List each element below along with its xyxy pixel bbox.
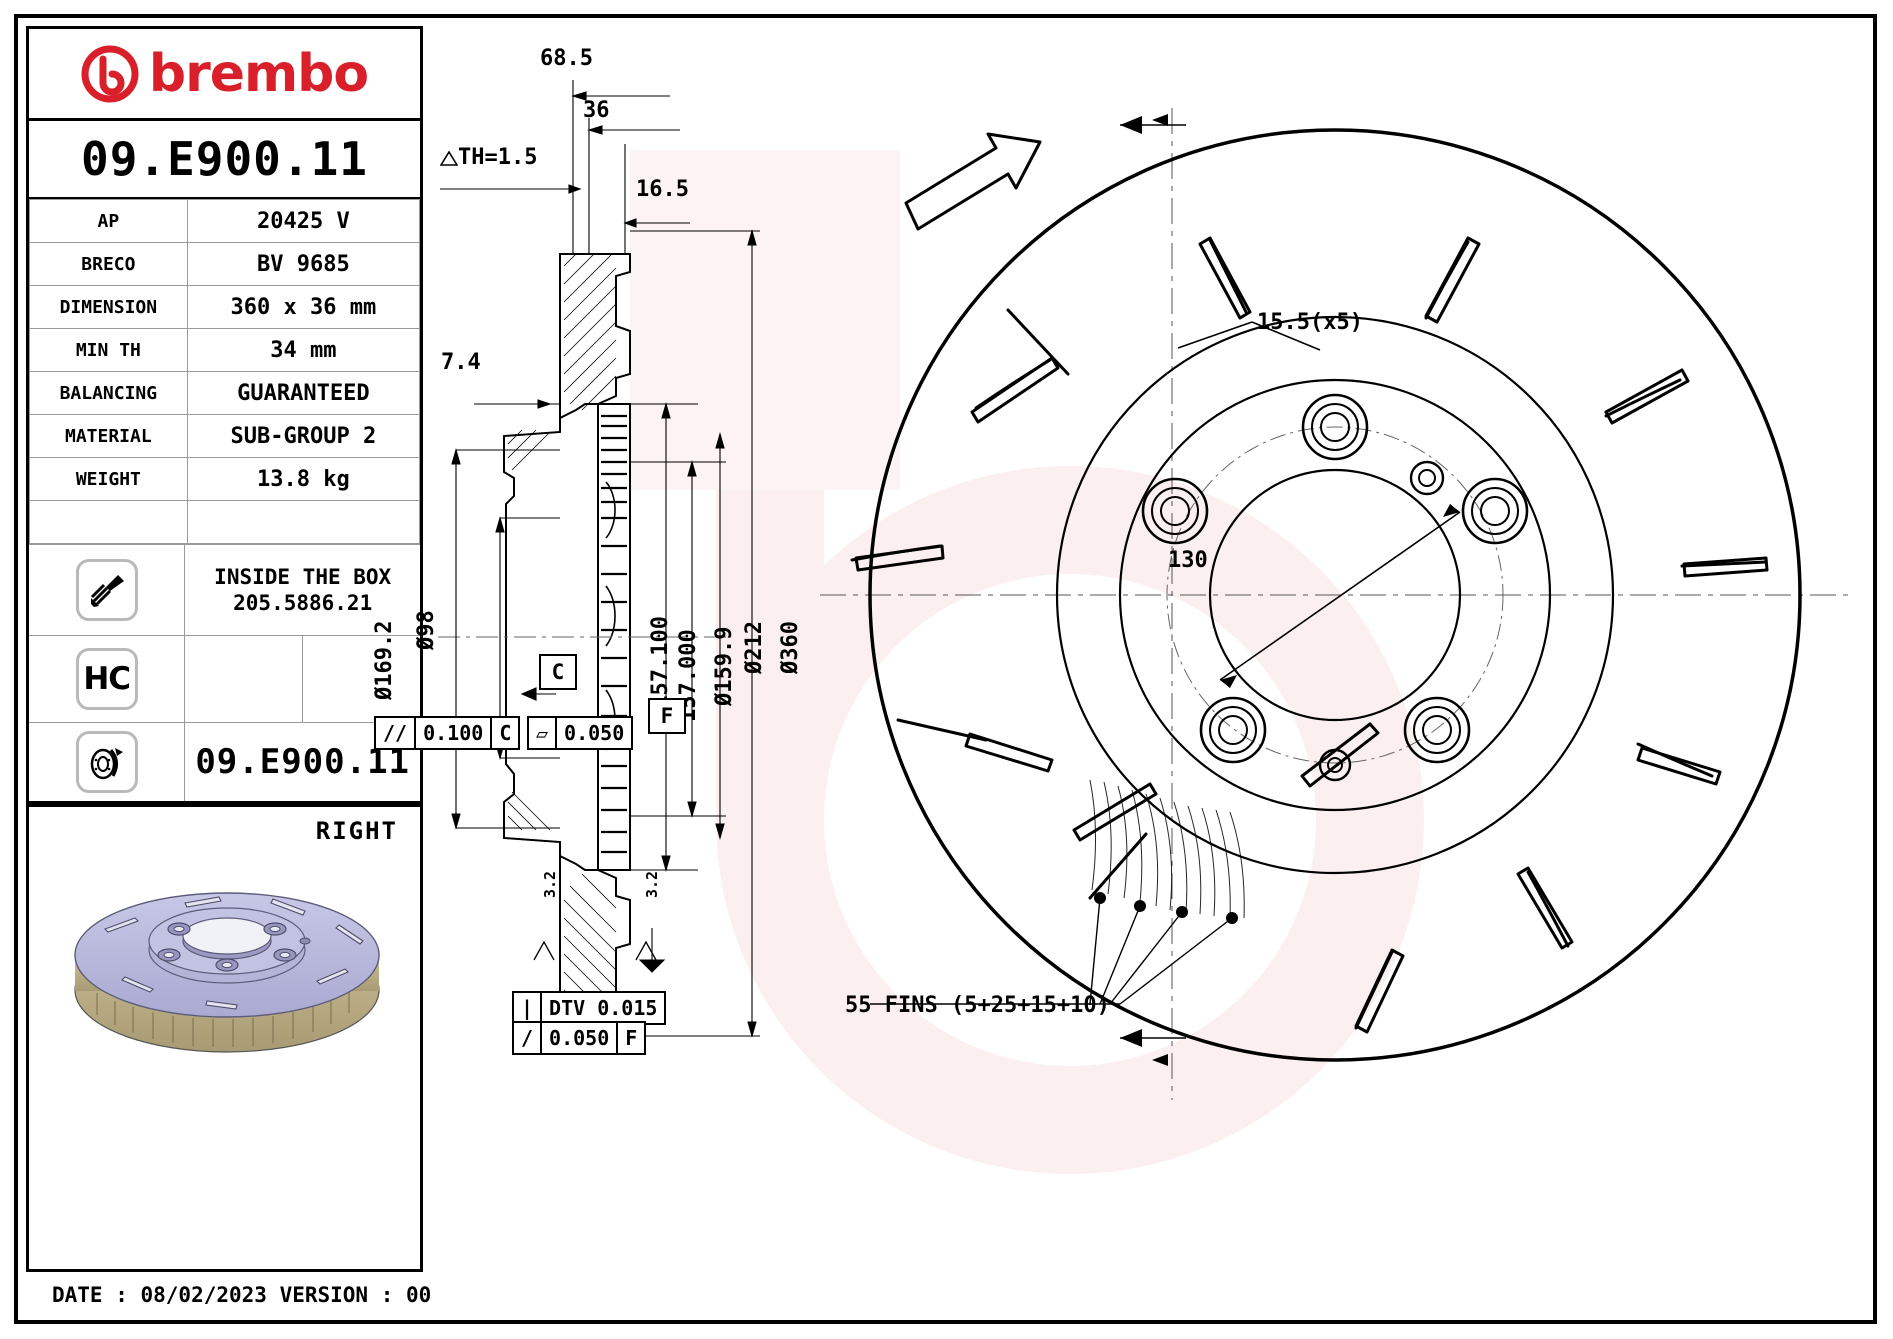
datum-f-box: F (648, 698, 686, 734)
dim-hat-offset: 16.5 (636, 177, 689, 202)
brake-disc-icon (75, 731, 138, 793)
spec-key: AP (29, 199, 188, 243)
parallelism-tolerance: 0.100 (416, 718, 493, 748)
disc-3d-render (57, 855, 397, 1090)
runout-datum: F (625, 1026, 638, 1050)
dim-th-variation-text: TH=1.5 (458, 145, 538, 170)
hc-empty-cell-2 (303, 636, 420, 722)
spec-value: 34 mm (186, 328, 421, 372)
disc-code-text: 09.E900.11 (185, 723, 420, 801)
info-panel: brembo 09.E900.11 AP 20425 V BRECO BV 96… (26, 26, 423, 1272)
runout-symbol: / (514, 1023, 543, 1053)
dim-dia-98: Ø98 (414, 610, 439, 650)
runout-frame: / 0.050 F (512, 1021, 647, 1055)
dtv-tolerance: DTV 0.015 (549, 996, 658, 1020)
dim-roughness-left: 3.2 (541, 870, 559, 898)
table-row: BALANCING GUARANTEED (29, 371, 421, 415)
inside-the-box-row: INSIDE THE BOX 205.5886.21 (29, 544, 420, 635)
dim-dia-159-9: Ø159.9 (712, 626, 737, 706)
dim-dia-169-2: Ø169.2 (372, 620, 397, 700)
parallelism-symbol: // (376, 718, 417, 748)
spec-key: DIMENSION (29, 285, 188, 329)
fins-label: 55 FINS (5+25+15+10) (845, 993, 1110, 1018)
spec-value: BV 9685 (186, 242, 421, 286)
datum-c-box: C (539, 654, 577, 690)
spec-key: MATERIAL (29, 414, 188, 458)
blank-value-cell (186, 500, 421, 544)
product-code-cell: 09.E900.11 (29, 121, 420, 199)
rotation-marker-bottom (1100, 1018, 1190, 1058)
bolt-circle-label: 130 (1168, 548, 1208, 573)
product-code: 09.E900.11 (81, 132, 368, 186)
date-version-label: DATE : 08/02/2023 VERSION : 00 (52, 1283, 432, 1307)
dtv-frame: | DTV 0.015 (512, 991, 667, 1025)
table-row: MATERIAL SUB-GROUP 2 (29, 414, 421, 458)
screw-icon-cell (29, 545, 186, 635)
dim-disc-thickness: 36 (583, 98, 610, 123)
slot-count-label: 15.5(x5) (1257, 310, 1363, 335)
brand-logo-cell: brembo (29, 29, 420, 121)
table-row: WEIGHT 13.8 kg (29, 457, 421, 501)
table-row: MIN TH 34 mm (29, 328, 421, 372)
spec-value: GUARANTEED (186, 371, 421, 415)
brembo-mark-icon (81, 45, 139, 103)
dim-th-variation: TH=1.5 (440, 145, 537, 170)
brembo-wordmark: brembo (148, 43, 369, 104)
hc-icon: HC (75, 648, 138, 710)
dim-roughness-right: 3.2 (643, 870, 661, 898)
hc-label: HC (83, 661, 131, 697)
blank-key-cell (29, 500, 188, 544)
rotation-marker-top (1100, 105, 1190, 145)
spec-key: MIN TH (29, 328, 188, 372)
spec-key: BALANCING (29, 371, 188, 415)
table-row: DIMENSION 360 x 36 mm (29, 285, 421, 329)
disc-code-row: 09.E900.11 (29, 722, 420, 804)
spec-table: AP 20425 V BRECO BV 9685 DIMENSION 360 x… (29, 199, 421, 544)
inside-box-line2: 205.5886.21 (233, 591, 373, 615)
brake-disc-icon-cell (29, 723, 186, 801)
dtv-symbol: | (514, 993, 543, 1023)
runout-tolerance: 0.050 (542, 1023, 619, 1053)
table-row: AP 20425 V (29, 199, 421, 243)
flatness-frame: ▱ 0.050 (527, 716, 634, 750)
parallelism-datum: C (499, 721, 512, 745)
sheet-border (14, 14, 1877, 1324)
flatness-tolerance: 0.050 (564, 721, 625, 745)
spec-value: 20425 V (186, 199, 421, 243)
dim-hat-wall: 7.4 (441, 350, 481, 375)
table-row-blank (29, 500, 421, 544)
disc-code: 09.E900.11 (195, 741, 411, 782)
dim-dia-212: Ø212 (742, 621, 767, 674)
parallelism-frame: // 0.100 C (374, 716, 521, 750)
inside-box-line1: INSIDE THE BOX (214, 564, 392, 589)
spec-value: 360 x 36 mm (186, 285, 421, 329)
product-photo-cell: RIGHT (29, 804, 420, 1104)
face-view (800, 60, 1870, 1130)
inside-the-box-text: INSIDE THE BOX 205.5886.21 (185, 545, 420, 635)
flatness-symbol: ▱ (529, 718, 558, 748)
spec-value: SUB-GROUP 2 (186, 414, 421, 458)
hc-empty-cell-1 (185, 636, 303, 722)
spec-value: 13.8 kg (186, 457, 421, 501)
dim-overall-width: 68.5 (540, 46, 593, 71)
hc-icon-cell: HC (29, 636, 186, 722)
side-label: RIGHT (315, 817, 398, 845)
table-row: BRECO BV 9685 (29, 242, 421, 286)
spec-key: WEIGHT (29, 457, 188, 501)
screw-icon (75, 559, 138, 621)
hc-row: HC (29, 635, 420, 722)
spec-key: BRECO (29, 242, 188, 286)
